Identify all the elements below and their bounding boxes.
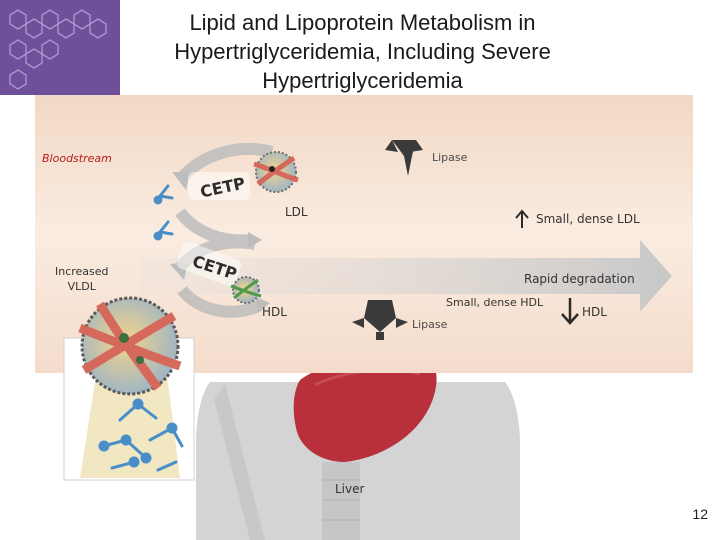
hdl-left-label: HDL [262, 305, 287, 319]
slide-title: Lipid and Lipoprotein Metabolism in Hype… [174, 10, 551, 93]
ldl-label: LDL [285, 205, 308, 219]
lipoprotein-particle-icon [230, 276, 262, 304]
flow-arrow [140, 240, 672, 312]
slide-number: 12 [692, 506, 708, 522]
lipase-bottom-label: Lipase [412, 318, 448, 331]
triglyceride-molecule-icon [98, 398, 184, 472]
cetp-protein-icon [176, 172, 250, 287]
small-dense-ldl-label: Small, dense LDL [536, 212, 640, 226]
body-silhouette [196, 382, 520, 540]
vldl-particle-icon [78, 296, 182, 396]
down-arrow-icon [561, 298, 579, 325]
lipase-enzyme-icon [385, 140, 423, 176]
lipoprotein-particle-icon [253, 151, 299, 193]
bloodstream-label: Bloodstream [42, 152, 112, 165]
hdl-right-label: HDL [582, 305, 607, 319]
rapid-degradation-label: Rapid degradation [524, 272, 635, 286]
liver-organ-icon [293, 355, 437, 462]
small-dense-hdl-label: Small, dense HDL [446, 296, 544, 309]
liver-label: Liver [335, 482, 365, 496]
hexagon-corner-decoration [0, 0, 120, 95]
increased-vldl-label: Increased VLDL [55, 265, 109, 293]
apolipoprotein-icon [153, 184, 174, 241]
lipase-enzyme-icon [352, 300, 408, 340]
lipase-top-label: Lipase [432, 151, 468, 164]
up-arrow-icon [515, 209, 529, 228]
